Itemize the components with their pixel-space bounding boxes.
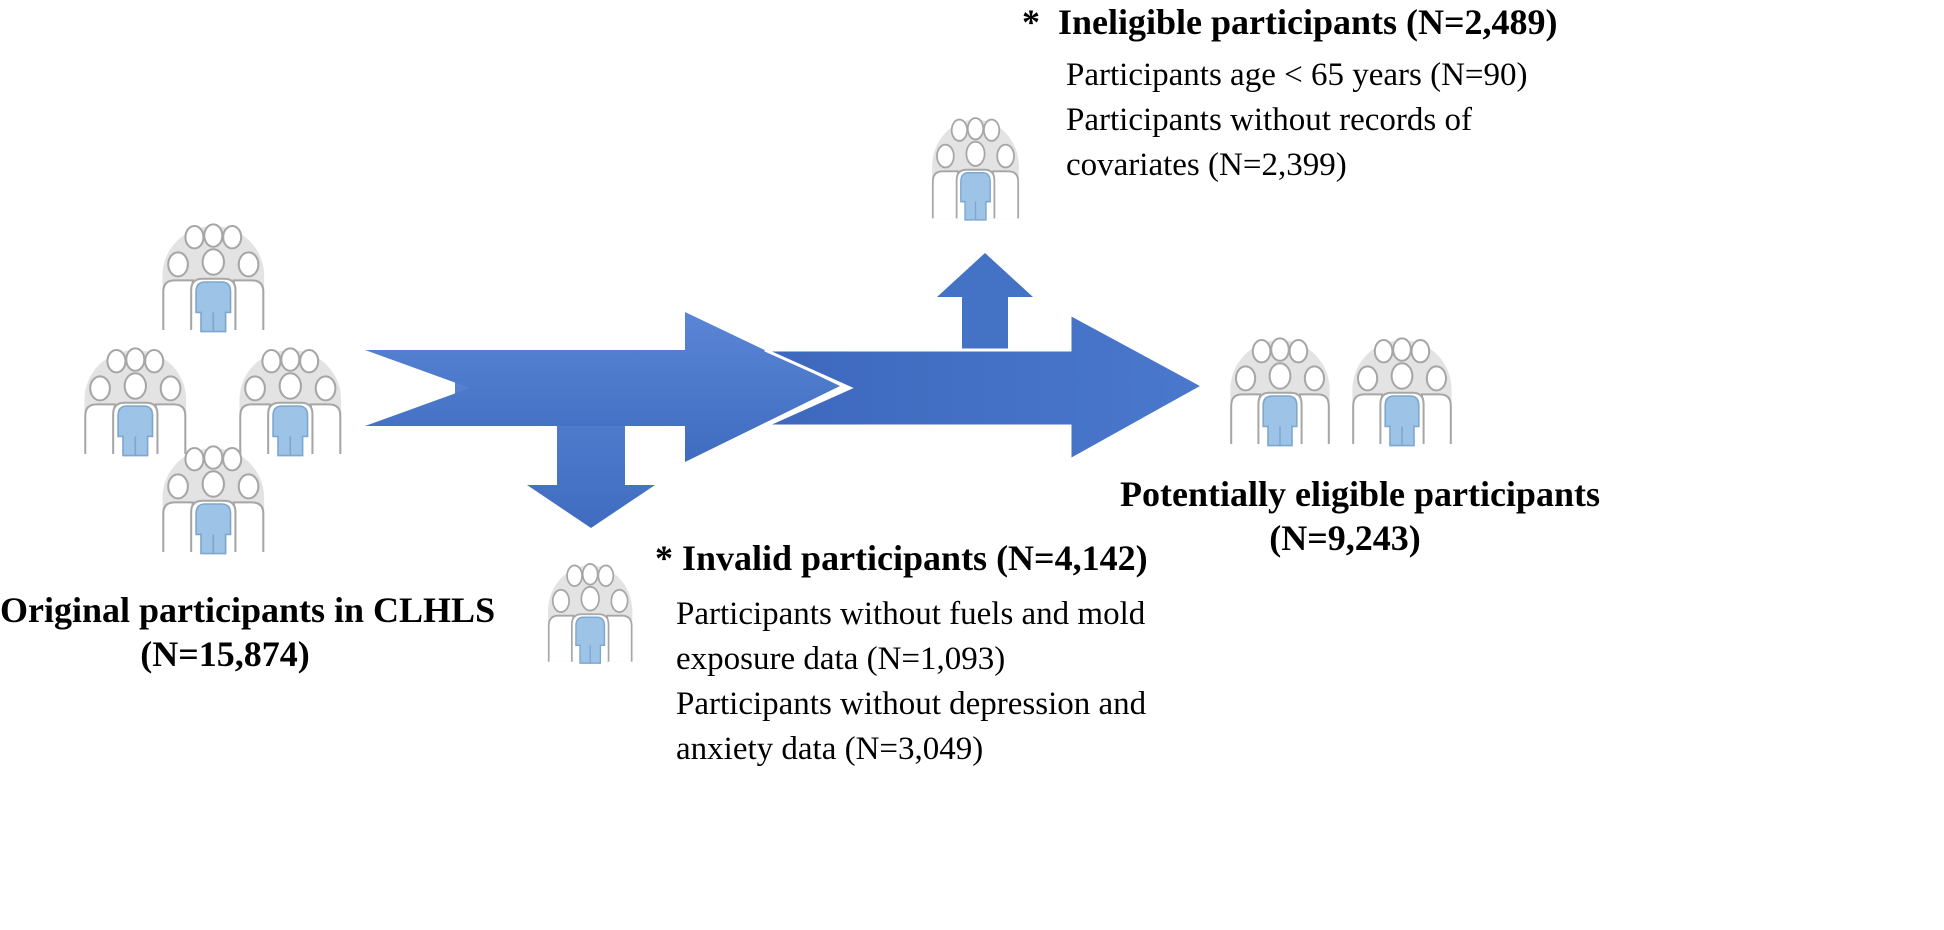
people-group-icon [161, 223, 266, 333]
people-group-icon [161, 445, 266, 555]
ineligible-details: Participants age < 65 years (N=90) Parti… [1066, 53, 1528, 188]
main-arrow-1 [365, 312, 840, 462]
invalid-line: exposure data (N=1,093) [676, 641, 1006, 677]
people-group-icon [1229, 337, 1331, 447]
invalid-line: anxiety data (N=3,049) [676, 731, 984, 767]
invalid-line: Participants without fuels and mold [676, 596, 1146, 632]
people-group-icon [547, 562, 634, 665]
ineligible-line: Participants without records of [1066, 102, 1472, 138]
people-group-icon [931, 117, 1020, 221]
eligible-count: (N=9,243) [1269, 518, 1421, 558]
ineligible-title: * Ineligible participants (N=2,489) [1022, 2, 1558, 42]
eligible-label: Potentially eligible participants (N=9,2… [1120, 472, 1600, 560]
main-arrow-2 [764, 311, 1207, 463]
ineligible-line: covariates (N=2,399) [1066, 147, 1347, 183]
people-group-icon [83, 347, 188, 457]
people-group-icon [1351, 337, 1453, 447]
original-title: Original participants in CLHLS [0, 590, 496, 630]
invalid-details: Participants without fuels and mold expo… [676, 592, 1146, 772]
original-label: Original participants in CLHLS (N=15,874… [0, 588, 496, 676]
eligible-title: Potentially eligible participants [1120, 474, 1600, 514]
invalid-line: Participants without depression and [676, 686, 1147, 722]
invalid-title: * Invalid participants (N=4,142) [655, 538, 1148, 578]
original-count: (N=15,874) [140, 634, 310, 674]
up-arrow-ineligible [937, 253, 1033, 355]
ineligible-line: Participants age < 65 years (N=90) [1066, 57, 1528, 93]
people-group-icon [238, 347, 343, 457]
